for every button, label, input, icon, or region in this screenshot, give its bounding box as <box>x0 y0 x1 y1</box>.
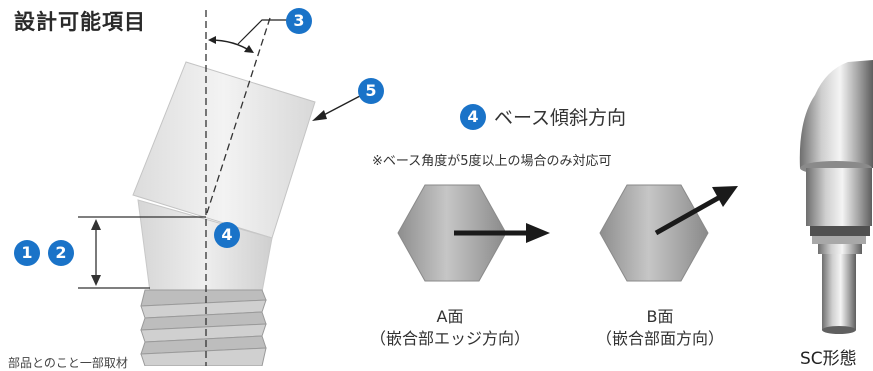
sc-product-image <box>799 60 873 334</box>
callout-2-badge: 2 <box>48 240 74 266</box>
bottom-cut-text: 部品とのこと一部取材 <box>8 356 128 370</box>
face-b-name: B面 <box>646 307 674 326</box>
angle-arrowhead-left <box>208 36 216 44</box>
direction-arrowhead-b <box>712 186 738 207</box>
tilted-axis-line <box>205 17 271 217</box>
sc-product-label: SC形態 <box>800 349 857 369</box>
hexagon-face-b <box>599 184 709 282</box>
callout-3-badge: 3 <box>286 8 312 34</box>
callout-4-badge: 4 <box>214 222 240 248</box>
tilt-direction-heading: 4 ベース傾斜方向 <box>460 103 626 130</box>
face-a-name: A面 <box>436 307 464 326</box>
abutment-threads <box>140 289 267 366</box>
callout-1-badge: 1 <box>14 240 40 266</box>
callout-5-arrowhead <box>312 110 327 121</box>
direction-arrow-b <box>654 194 722 236</box>
callout-3-leader <box>237 19 288 45</box>
face-a-caption: A面 （嵌合部エッジ方向） <box>345 306 555 350</box>
tilt-direction-badge: 4 <box>460 103 486 130</box>
direction-arrowhead-a <box>526 223 550 243</box>
angle-arrowhead-right <box>244 45 254 53</box>
height-arrowhead-bottom <box>91 275 101 286</box>
face-b-detail: （嵌合部面方向） <box>595 329 724 348</box>
page-title: 設計可能項目 <box>14 10 146 34</box>
face-a-detail: （嵌合部エッジ方向） <box>369 329 530 348</box>
height-arrowhead-top <box>91 219 101 230</box>
tilt-direction-note: ※ベース角度が5度以上の場合のみ対応可 <box>372 154 612 169</box>
tilt-direction-heading-text: ベース傾斜方向 <box>494 107 627 129</box>
callout-5-badge: 5 <box>358 78 384 104</box>
face-b-caption: B面 （嵌合部面方向） <box>560 306 760 350</box>
